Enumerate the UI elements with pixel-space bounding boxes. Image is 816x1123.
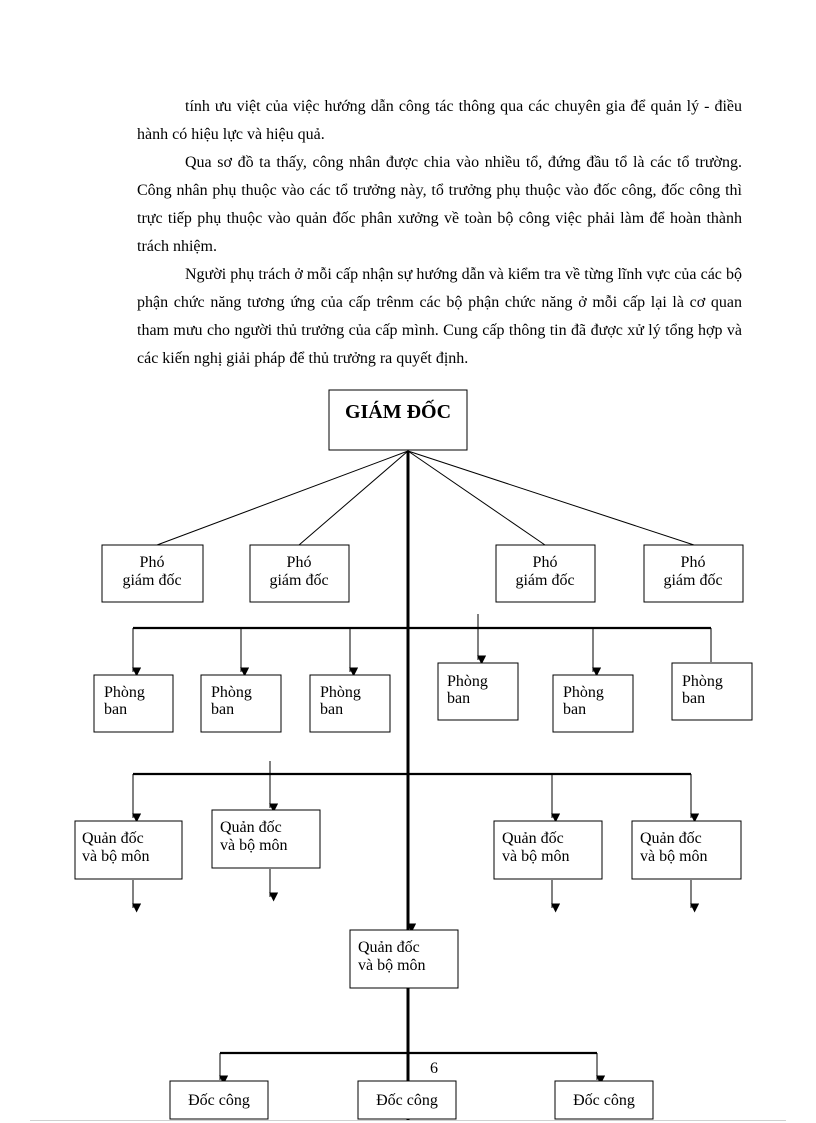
svg-text:Phòng: Phòng: [211, 684, 252, 701]
foreman-node-2: Đốc công: [357, 1080, 457, 1120]
page-number: 6: [430, 1060, 438, 1077]
manager-node-1: Quản đốc và bộ môn: [74, 820, 183, 880]
svg-text:Phòng: Phòng: [447, 673, 488, 690]
manager-node-2: Quản đốc và bộ môn: [211, 809, 321, 869]
svg-text:Phòng: Phòng: [320, 684, 361, 701]
department-node-4: Phòng ban: [437, 662, 519, 721]
svg-text:giám đốc: giám đốc: [515, 572, 574, 589]
svg-text:giám đốc: giám đốc: [269, 572, 328, 589]
svg-text:Quản đốc: Quản đốc: [82, 830, 144, 847]
paragraph-2: Qua sơ đồ ta thấy, công nhân được chia v…: [137, 154, 742, 255]
svg-text:và bộ môn: và bộ môn: [82, 848, 150, 865]
connector-director-deputy-4: [407, 450, 695, 546]
svg-text:giám đốc: giám đốc: [663, 572, 722, 589]
svg-text:Đốc công: Đốc công: [188, 1092, 250, 1109]
foreman-node-1: Đốc công: [169, 1080, 269, 1120]
department-node-6: Phòng ban: [671, 662, 753, 721]
svg-text:ban: ban: [563, 701, 586, 718]
deputy-node-3: Phó giám đốc: [495, 544, 596, 603]
svg-text:Phó: Phó: [140, 554, 165, 571]
svg-text:ban: ban: [447, 690, 470, 707]
svg-text:Phó: Phó: [681, 554, 706, 571]
svg-text:Phòng: Phòng: [682, 673, 723, 690]
department-node-2: Phòng ban: [200, 674, 282, 733]
foreman-node-3: Đốc công: [554, 1080, 654, 1120]
deputy-node-1: Phó giám đốc: [101, 544, 204, 603]
central-manager-node: Quản đốc và bộ môn: [349, 929, 459, 989]
svg-text:và bộ môn: và bộ môn: [502, 848, 570, 865]
connector-director-deputy-2: [298, 450, 409, 546]
svg-text:Quản đốc: Quản đốc: [502, 830, 564, 847]
svg-text:ban: ban: [104, 701, 127, 718]
svg-text:Đốc công: Đốc công: [376, 1092, 438, 1109]
deputy-node-4: Phó giám đốc: [643, 544, 744, 603]
svg-text:và bộ môn: và bộ môn: [358, 957, 426, 974]
director-node: GIÁM ĐỐC: [328, 389, 468, 451]
svg-text:giám đốc: giám đốc: [122, 572, 181, 589]
paragraph-1: tính ưu việt của việc hướng dẫn công tác…: [137, 98, 742, 143]
connector-director-deputy-1: [156, 450, 409, 546]
manager-node-4: Quản đốc và bộ môn: [631, 820, 742, 880]
svg-text:Đốc công: Đốc công: [573, 1092, 635, 1109]
svg-text:Phó: Phó: [533, 554, 558, 571]
paragraph-3: Người phụ trách ở mỗi cấp nhận sự hướng …: [137, 266, 742, 367]
svg-text:Phó: Phó: [287, 554, 312, 571]
svg-text:Phòng: Phòng: [104, 684, 145, 701]
svg-text:ban: ban: [682, 690, 705, 707]
department-node-1: Phòng ban: [93, 674, 174, 733]
svg-text:ban: ban: [211, 701, 234, 718]
deputy-node-2: Phó giám đốc: [249, 544, 350, 603]
svg-text:Quản đốc: Quản đốc: [640, 830, 702, 847]
director-label: GIÁM ĐỐC: [345, 399, 451, 423]
connector-director-deputy-3: [407, 450, 546, 546]
department-node-5: Phòng ban: [552, 674, 634, 733]
svg-text:Phòng: Phòng: [563, 684, 604, 701]
svg-text:Quản đốc: Quản đốc: [220, 819, 282, 836]
svg-text:ban: ban: [320, 701, 343, 718]
svg-text:Quản đốc: Quản đốc: [358, 939, 420, 956]
bottom-rule: [30, 1120, 786, 1121]
body-text: tính ưu việt của việc hướng dẫn công tác…: [137, 93, 742, 373]
department-node-3: Phòng ban: [309, 674, 391, 733]
manager-node-3: Quản đốc và bộ môn: [493, 820, 603, 880]
svg-text:và bộ môn: và bộ môn: [220, 837, 288, 854]
svg-text:và bộ môn: và bộ môn: [640, 848, 708, 865]
